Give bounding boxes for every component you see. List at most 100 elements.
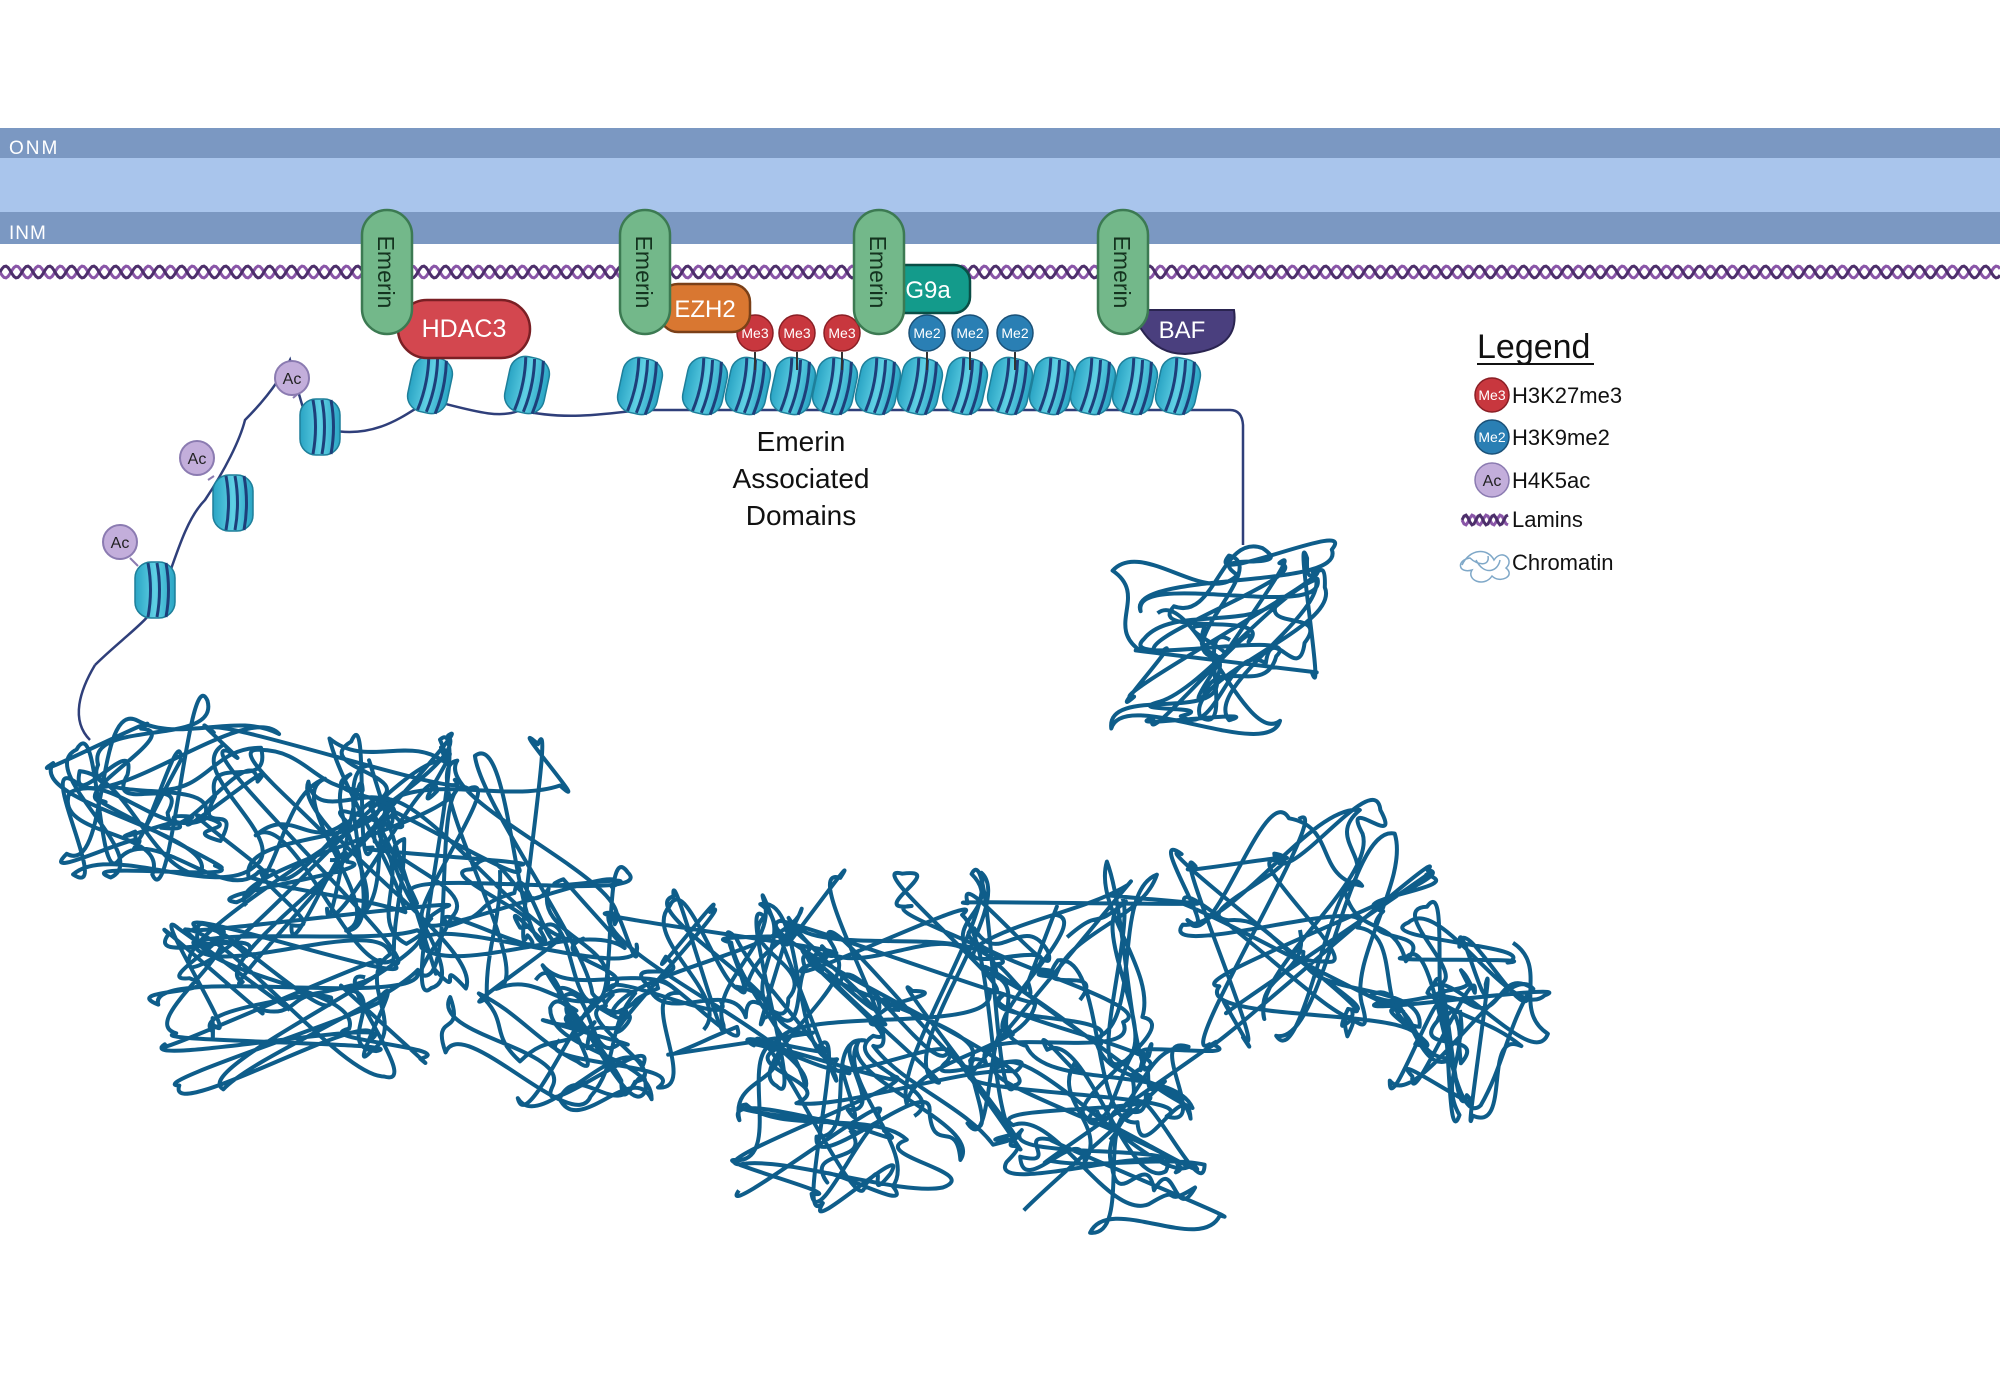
legend: Legend Me3 H3K27me3 Me2 H3K9me2 Ac H4K5a… [1459,328,1622,583]
nucleosome-array [134,355,1202,619]
onm-band [0,128,2000,158]
lamin-filament [0,264,2000,280]
nucleosome [986,356,1034,416]
svg-text:EZH2: EZH2 [674,296,735,323]
chromatin-fiber [730,1036,965,1214]
onm-label: ONM [9,138,59,159]
me3-mark: Me3 [823,314,861,370]
nucleosome [406,355,454,415]
lamin-icon [1460,513,1509,527]
legend-item-h3k27me3: Me3 H3K27me3 [1474,377,1622,413]
nucleosome [299,398,341,456]
svg-text:Chromatin: Chromatin [1512,550,1613,575]
chromatin-fiber [993,1038,1227,1235]
svg-text:Emerin: Emerin [865,236,891,309]
svg-text:H4K5ac: H4K5ac [1512,468,1590,493]
methylation-marks: Me3 Me3 Me3 Me2 Me2 Me2 [736,314,1034,370]
svg-text:Me3: Me3 [1478,387,1505,403]
chromatin-fiber [337,732,639,1004]
chromatin-tail [77,664,97,741]
legend-item-h4k5ac: Ac H4K5ac [1474,462,1590,498]
nucleosome [212,474,254,532]
nucleosome [503,355,551,415]
legend-item-chromatin: Chromatin [1459,550,1613,583]
legend-item-lamins: Lamins [1460,507,1583,532]
me3-mark: Me3 [778,314,816,370]
chromatin-fiber [186,723,470,993]
domain-caption-line-1: Emerin [757,426,846,457]
ac-mark: Ac [179,440,215,481]
nucleosome [134,561,176,619]
nucleosome [1028,356,1076,416]
ac-icon [1474,462,1510,498]
svg-text:Lamins: Lamins [1512,507,1583,532]
nucleosome [1154,356,1202,416]
emerin-protein-3: Emerin [852,208,906,336]
lamin-strand [0,264,2000,280]
ezh2-protein: EZH2 [658,282,752,334]
me2-mark: Me2 [951,314,989,370]
svg-text:Emerin: Emerin [631,236,657,309]
svg-text:Me3: Me3 [828,325,855,341]
svg-text:G9a: G9a [905,277,951,304]
svg-text:BAF: BAF [1159,317,1206,344]
baf-protein: BAF [1130,309,1236,356]
me2-mark: Me2 [908,314,946,370]
lamin-strand [0,264,2000,280]
svg-text:Me2: Me2 [956,325,983,341]
svg-text:Me2: Me2 [1001,325,1028,341]
hdac3-protein: HDAC3 [396,298,532,360]
nucleosome [681,356,729,416]
nuclear-envelope: ONM INM [0,128,2000,244]
chromatin-linker [94,356,1245,666]
ac-mark: Ac [102,524,139,567]
nucleosome [769,356,817,416]
nucleosome [854,356,902,416]
legend-item-h3k9me2: Me2 H3K9me2 [1474,419,1610,455]
nucleosome [896,356,944,416]
chromatin-fiber [439,963,681,1113]
chromatin-fiber [1109,538,1337,736]
ac-mark: Ac [274,360,310,399]
svg-text:Me3: Me3 [783,325,810,341]
nucleosome [1111,356,1159,416]
emerin-protein-1: Emerin [360,208,414,336]
emerin-protein-4: Emerin [1096,208,1150,336]
inm-label: INM [9,223,47,244]
chromatin-icon [1459,550,1510,583]
svg-text:HDAC3: HDAC3 [422,315,507,343]
domain-caption: Emerin Associated Domains [733,426,870,531]
inm-band [0,212,2000,244]
svg-text:Me2: Me2 [913,325,940,341]
svg-text:Ac: Ac [1483,473,1502,490]
chromatin-fiber [44,694,282,883]
chromatin-fiber [1368,900,1551,1124]
svg-text:Emerin: Emerin [1109,236,1135,309]
nucleosome [724,356,772,416]
emerin-protein-2: Emerin [618,208,672,336]
svg-text:Emerin: Emerin [373,236,399,309]
svg-text:Ac: Ac [111,535,130,552]
perinuclear-space [0,158,2000,212]
domain-caption-line-2: Associated [733,463,870,494]
lamin-strand [1460,513,1509,527]
chromatin-fiber [758,868,1038,1152]
chromatin-mass [44,538,1551,1235]
chromatin-fiber [1168,798,1438,1050]
nucleosome [616,356,664,416]
svg-text:Me3: Me3 [741,325,768,341]
nucleosome [811,356,859,416]
me2-icon [1474,419,1510,455]
svg-text:H3K9me2: H3K9me2 [1512,425,1610,450]
svg-text:Me2: Me2 [1478,429,1505,445]
nucleosome [941,356,989,416]
legend-title: Legend [1477,328,1590,366]
nucleosome [1069,356,1117,416]
acetylation-marks: Ac Ac Ac [102,360,310,567]
svg-text:Ac: Ac [188,451,207,468]
domain-caption-line-3: Domains [746,500,856,531]
chromatin-fiber [602,888,842,1091]
me2-mark: Me2 [996,314,1034,370]
svg-text:H3K27me3: H3K27me3 [1512,383,1622,408]
me3-icon [1474,377,1510,413]
